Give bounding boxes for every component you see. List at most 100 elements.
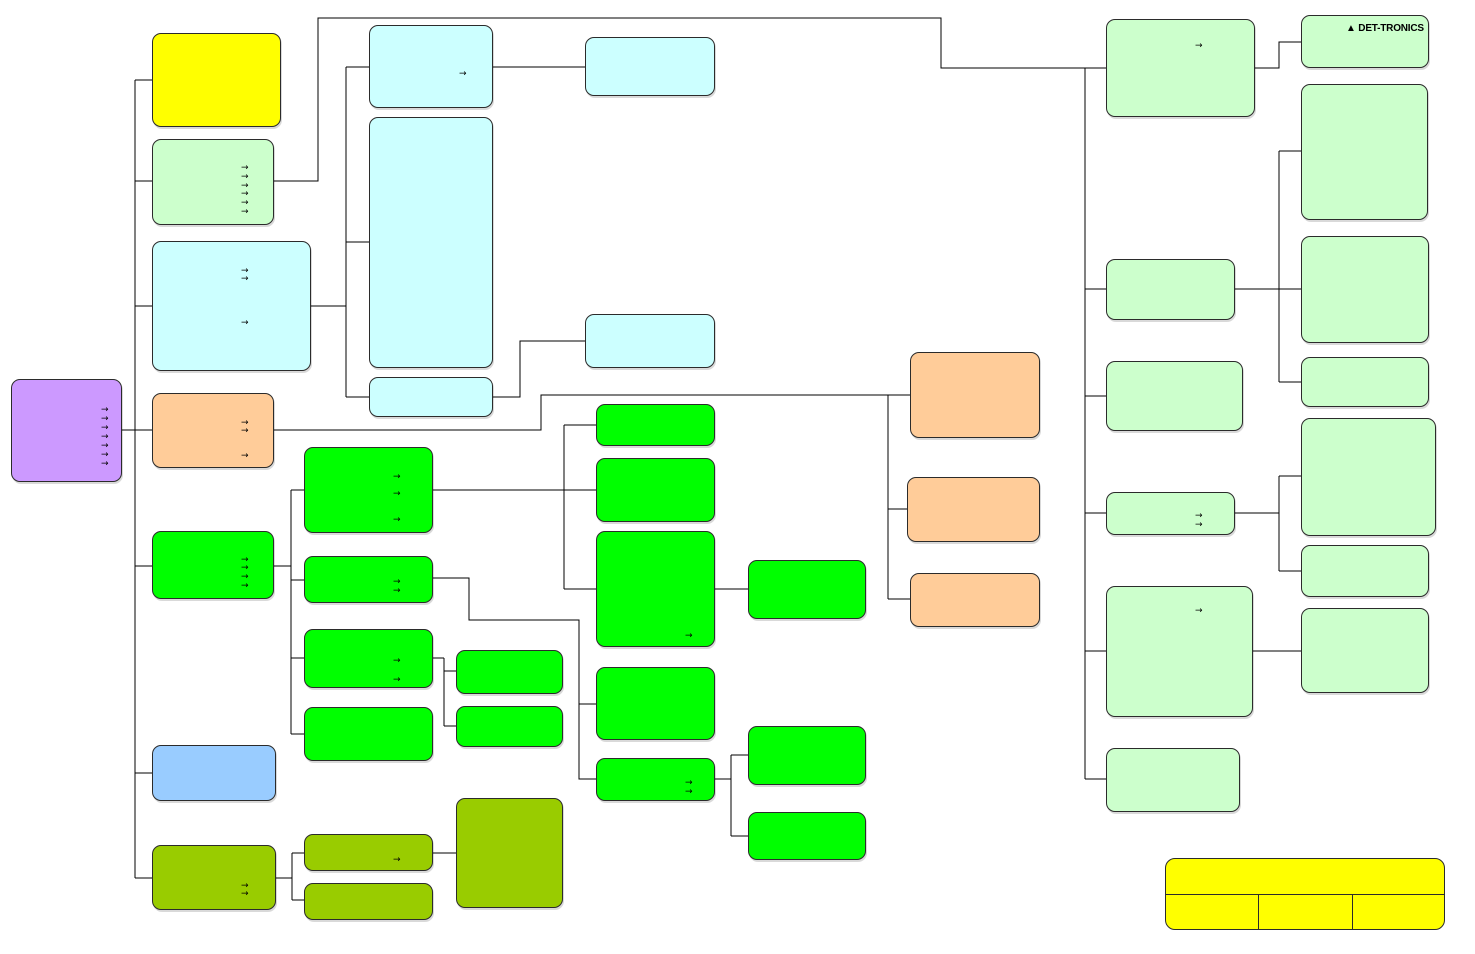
node-olive-c <box>456 798 563 908</box>
node-mint-logo <box>1301 15 1429 68</box>
arrow-icon: → <box>241 581 249 591</box>
arrow-icon: → <box>241 266 249 276</box>
legend-cell <box>1259 895 1353 929</box>
node-olive-main <box>152 845 276 910</box>
node-green-j <box>596 667 715 740</box>
node-yellow <box>152 33 281 127</box>
node-green-d <box>304 707 433 761</box>
node-peach-main <box>152 393 274 468</box>
node-mint-d <box>1106 492 1235 535</box>
legend-header <box>1166 859 1444 895</box>
node-mint-h <box>1301 236 1429 343</box>
arrow-icon: → <box>101 405 109 415</box>
node-mint-c <box>1106 361 1243 431</box>
connector <box>274 17 1085 182</box>
arrow-icon: → <box>393 675 401 685</box>
arrow-icon: → <box>393 586 401 596</box>
arrow-icon: → <box>101 441 109 451</box>
node-green-n <box>748 812 866 860</box>
node-mint-i <box>1301 357 1429 407</box>
arrow-icon: → <box>241 274 249 284</box>
node-green-b <box>304 556 433 603</box>
arrow-icon: → <box>241 207 249 217</box>
arrow-icon: → <box>1195 520 1203 530</box>
arrow-icon: → <box>1195 606 1203 616</box>
connector <box>433 577 596 780</box>
arrow-icon: → <box>393 855 401 865</box>
arrow-icon: → <box>101 432 109 442</box>
node-cyan-e <box>585 314 715 368</box>
arrow-icon: → <box>1195 511 1203 521</box>
arrow-icon: → <box>241 181 249 191</box>
arrow-icon: → <box>101 450 109 460</box>
arrow-icon: → <box>101 423 109 433</box>
arrow-icon: → <box>241 572 249 582</box>
arrow-icon: → <box>685 778 693 788</box>
node-green-g <box>596 404 715 446</box>
arrow-icon: → <box>685 787 693 797</box>
node-cyan-a <box>369 25 493 108</box>
arrow-icon: → <box>241 189 249 199</box>
connector <box>1255 41 1301 69</box>
arrow-icon: → <box>241 451 249 461</box>
connector <box>274 394 910 431</box>
node-green-l <box>748 560 866 619</box>
arrow-icon: → <box>101 459 109 469</box>
legend-cell <box>1166 895 1259 929</box>
connector <box>493 340 585 398</box>
node-green-e <box>456 650 563 694</box>
arrow-icon: → <box>241 318 249 328</box>
arrow-icon: → <box>241 426 249 436</box>
node-cyan-c <box>369 377 493 417</box>
node-mint-a <box>1106 19 1255 117</box>
node-olive-b <box>304 883 433 920</box>
node-green-i <box>596 531 715 647</box>
node-mint-main <box>152 139 274 225</box>
node-green-h <box>596 458 715 522</box>
node-peach-c <box>910 573 1040 627</box>
arrow-icon: → <box>393 515 401 525</box>
arrow-icon: → <box>241 172 249 182</box>
node-mint-f <box>1106 748 1240 812</box>
arrow-icon: → <box>241 418 249 428</box>
node-cyan-b <box>369 117 493 368</box>
node-green-k <box>596 758 715 801</box>
node-mint-b <box>1106 259 1235 320</box>
node-mint-e <box>1106 586 1253 717</box>
arrow-icon: → <box>101 414 109 424</box>
legend-table <box>1165 858 1445 930</box>
node-olive-a <box>304 834 433 871</box>
arrow-icon: → <box>241 555 249 565</box>
arrow-icon: → <box>393 577 401 587</box>
root-node <box>11 379 122 482</box>
arrow-icon: → <box>393 472 401 482</box>
triangle-logo-icon: ▲ <box>1346 23 1356 34</box>
arrow-icon: → <box>241 563 249 573</box>
arrow-icon: → <box>1195 41 1203 51</box>
arrow-icon: → <box>393 656 401 666</box>
node-cyan-main <box>152 241 311 371</box>
node-blue <box>152 745 276 801</box>
node-peach-b <box>907 477 1040 542</box>
node-mint-k <box>1301 545 1429 597</box>
legend-cell <box>1353 895 1444 929</box>
node-mint-g <box>1301 84 1428 220</box>
node-green-f <box>456 706 563 747</box>
arrow-icon: → <box>241 163 249 173</box>
arrow-icon: → <box>459 69 467 79</box>
node-mint-j <box>1301 418 1436 536</box>
node-green-a <box>304 447 433 533</box>
node-green-m <box>748 726 866 785</box>
node-green-c <box>304 629 433 688</box>
arrow-icon: → <box>393 489 401 499</box>
arrow-icon: → <box>241 881 249 891</box>
node-cyan-d <box>585 37 715 96</box>
arrow-icon: → <box>241 198 249 208</box>
arrow-icon: → <box>241 889 249 899</box>
node-peach-a <box>910 352 1040 438</box>
node-green-main <box>152 531 274 599</box>
node-mint-l <box>1301 608 1429 693</box>
det-tronics-logo: ▲ DET-TRONICS <box>1346 23 1424 34</box>
arrow-icon: → <box>685 631 693 641</box>
